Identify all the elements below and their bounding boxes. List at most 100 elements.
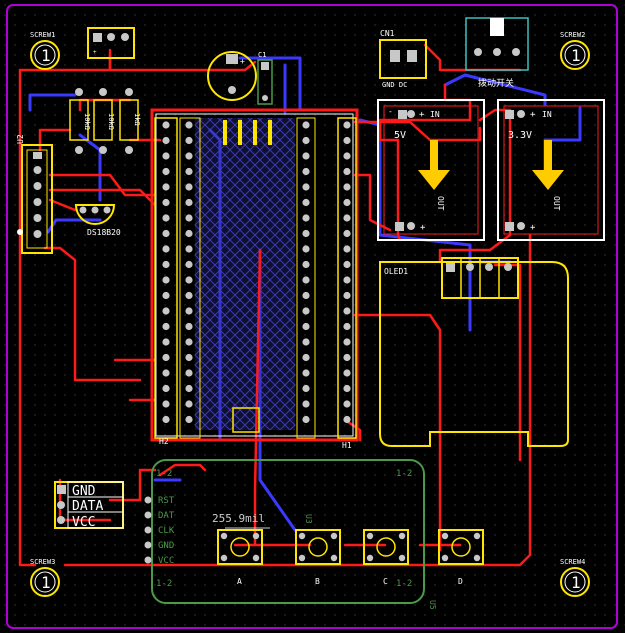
mcu-pin-pad [302,369,310,377]
mcu-pin-pad [343,121,351,129]
mcu-pin-pad [162,400,170,408]
push-button-d: D [438,529,484,586]
mounting-hole-label: SCREW4 [560,558,585,566]
mcu-pin-pad [343,229,351,238]
mcu-pin-pad [162,229,170,238]
button-label: D [458,577,463,586]
u2-label: U2 [16,134,25,144]
mounting-hole-glyph: 1 [41,46,51,65]
mcu-pin-pad [302,276,310,284]
mounting-hole-3: 1 SCREW3 [30,558,60,597]
keypad-pin-label: RST [158,496,175,506]
mcu-pin-pad [302,291,310,300]
reg5-out: OUT [436,196,445,211]
keypad-pin-label: DAT [158,511,175,521]
mounting-hole-label: SCREW3 [30,558,55,566]
regulator-5v: - + IN 5V OUT + [377,99,485,241]
push-button-b: B [295,529,341,586]
arrow-down-icon [532,140,564,190]
mounting-hole-glyph: 1 [41,573,51,592]
mcu-pin-pad [162,384,170,393]
cn1-pins: GND DC [382,81,407,89]
oled-display: OLED1 [379,257,569,447]
svg-text:+: + [420,223,426,233]
mcu-pin-pad [302,307,310,315]
reg33-label: 3.3V [508,130,532,141]
u5-ref: U5 [428,600,437,610]
mcu-pin-pad [302,152,310,160]
mcu-pin-pad [162,276,170,284]
mcu-pin-pad [343,245,351,253]
mcu-pin-pad [343,276,351,284]
header-data: DATA [72,499,103,514]
dimension-label: 255.9mil [212,512,265,525]
regulator-3v3: + IN 3.3V OUT + [497,99,605,241]
header-vcc: VCC [72,515,95,530]
mcu-pin-pad [162,214,170,222]
button-label: B [315,577,320,586]
reg5-label: 5V [394,130,406,141]
mcu-pin-pad [343,214,351,222]
svg-text:1-2: 1-2 [156,579,172,589]
mcu-pin-pad [162,322,170,331]
mcu-pin-pad [185,214,193,222]
top-copper-traces [18,43,532,567]
mcu-pin-pad [185,384,193,393]
mcu-pin-pad [162,260,170,269]
svg-text:1-2: 1-2 [396,579,412,589]
keypad-pin-label: CLK [158,526,175,536]
mcu-pin-pad [162,136,170,145]
u2-connector: U2 [16,134,53,254]
mcu-pin-pad [162,307,170,315]
mcu-pin-pad [343,369,351,377]
mcu-pin-pad [302,322,310,331]
mcu-pin-pad [302,214,310,222]
mcu-pin-pad [162,183,170,191]
mcu-pin-pad [185,353,193,362]
svg-text:+: + [240,57,245,66]
mcu-pin-pad [343,400,351,408]
ground-pour [195,118,295,430]
switch-label: 拨动开关 [478,77,514,89]
oled-label: OLED1 [384,267,408,276]
mcu-pin-pad [185,338,193,346]
mcu-pin-pad [343,167,351,176]
mcu-pin-pad [343,338,351,346]
mcu-pin-pad [343,384,351,393]
mcu-pin-pad [302,136,310,145]
mcu-pin-pad [343,291,351,300]
arrow-down-icon [418,140,450,190]
mounting-hole-glyph: 1 [571,46,581,65]
mcu-pin-pad [162,369,170,377]
mcu-pin-pad [302,260,310,269]
resistor-a-label: 10kΩ [83,113,91,130]
button-label: C [383,577,388,586]
mcu-ref-left: H2 [159,437,169,446]
keypad-ref: U3 [304,514,313,524]
mcu-pin-pad [185,307,193,315]
mcu-pin-pad [343,322,351,331]
mcu-pin-pad [162,415,170,424]
mcu-pin-pad [302,400,310,408]
resistors: 10kΩ 10kΩ 1kΩ [69,88,141,154]
svg-text:1-2: 1-2 [396,469,412,479]
mcu-pin-pad [185,183,193,191]
mcu-module: H2 H1 [150,108,359,450]
mcu-pin-pad [302,384,310,393]
mcu-pin-pad [343,152,351,160]
mcu-pin-pad [302,415,310,424]
mcu-pin-pad [185,152,193,160]
mcu-pin-pad [302,245,310,253]
svg-text:+: + [530,223,536,233]
mcu-pin-pad [302,198,310,207]
mcu-pin-pad [162,291,170,300]
board-outline [6,4,618,629]
mcu-pin-pad [162,121,170,129]
cn1-label: CN1 [380,29,395,38]
resistor-b-label: 10kΩ [107,113,115,130]
mcu-pin-pad [185,121,193,129]
push-button-c: C [363,529,409,586]
